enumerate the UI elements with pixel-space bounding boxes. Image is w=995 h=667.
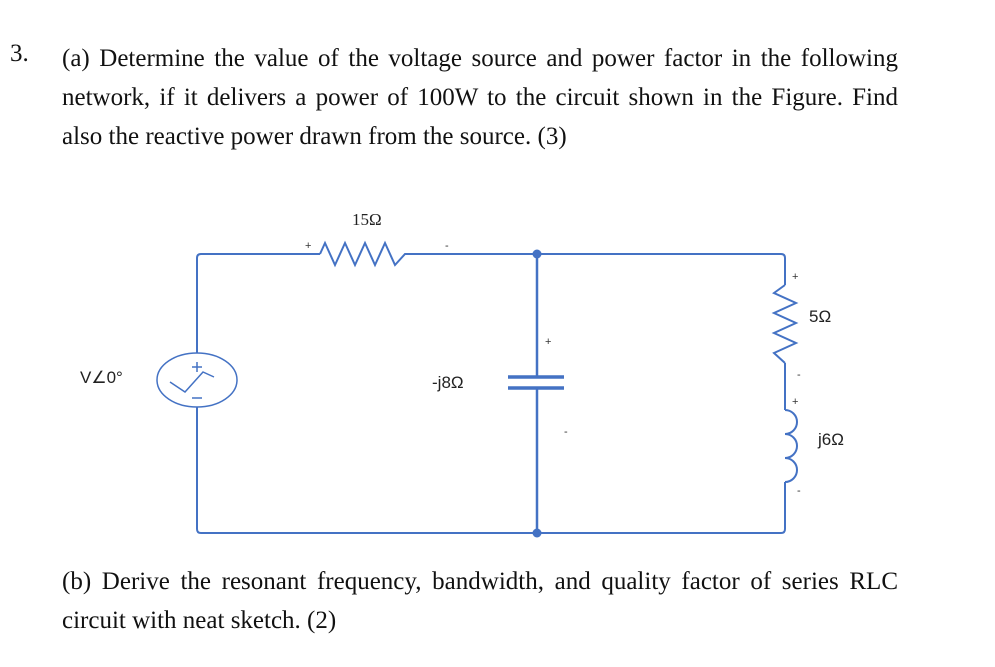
inductor-j6-ohm [784,409,798,483]
plus-sign: + [305,240,311,252]
minus-sign: - [564,426,568,438]
resistor-15-ohm [319,240,435,268]
minus-sign: - [445,240,449,252]
resistor-5-ohm [771,284,799,364]
source-label: V∠0° [80,368,123,387]
capacitor-label: -j8Ω [432,373,464,392]
minus-sign: - [797,369,801,381]
node-top [532,249,542,259]
minus-sign: - [797,485,801,497]
question-number: 3. [10,40,29,67]
ac-source-icon [156,352,238,408]
wire-left-top [196,253,320,353]
question-part-b: (b) Derive the resonant frequency, bandw… [62,568,898,634]
resistor-5-label: 5Ω [809,307,831,326]
plus-sign: + [792,396,798,408]
inductor-label: j6Ω [817,430,844,449]
question-part-a: (a) Determine the value of the voltage s… [62,45,898,150]
plus-sign: + [792,271,798,283]
wire-right-bottom [196,407,786,534]
node-bottom [532,528,542,538]
resistor-15-label: 15Ω [352,210,382,229]
plus-sign: + [545,336,551,348]
wire-top [435,253,786,285]
